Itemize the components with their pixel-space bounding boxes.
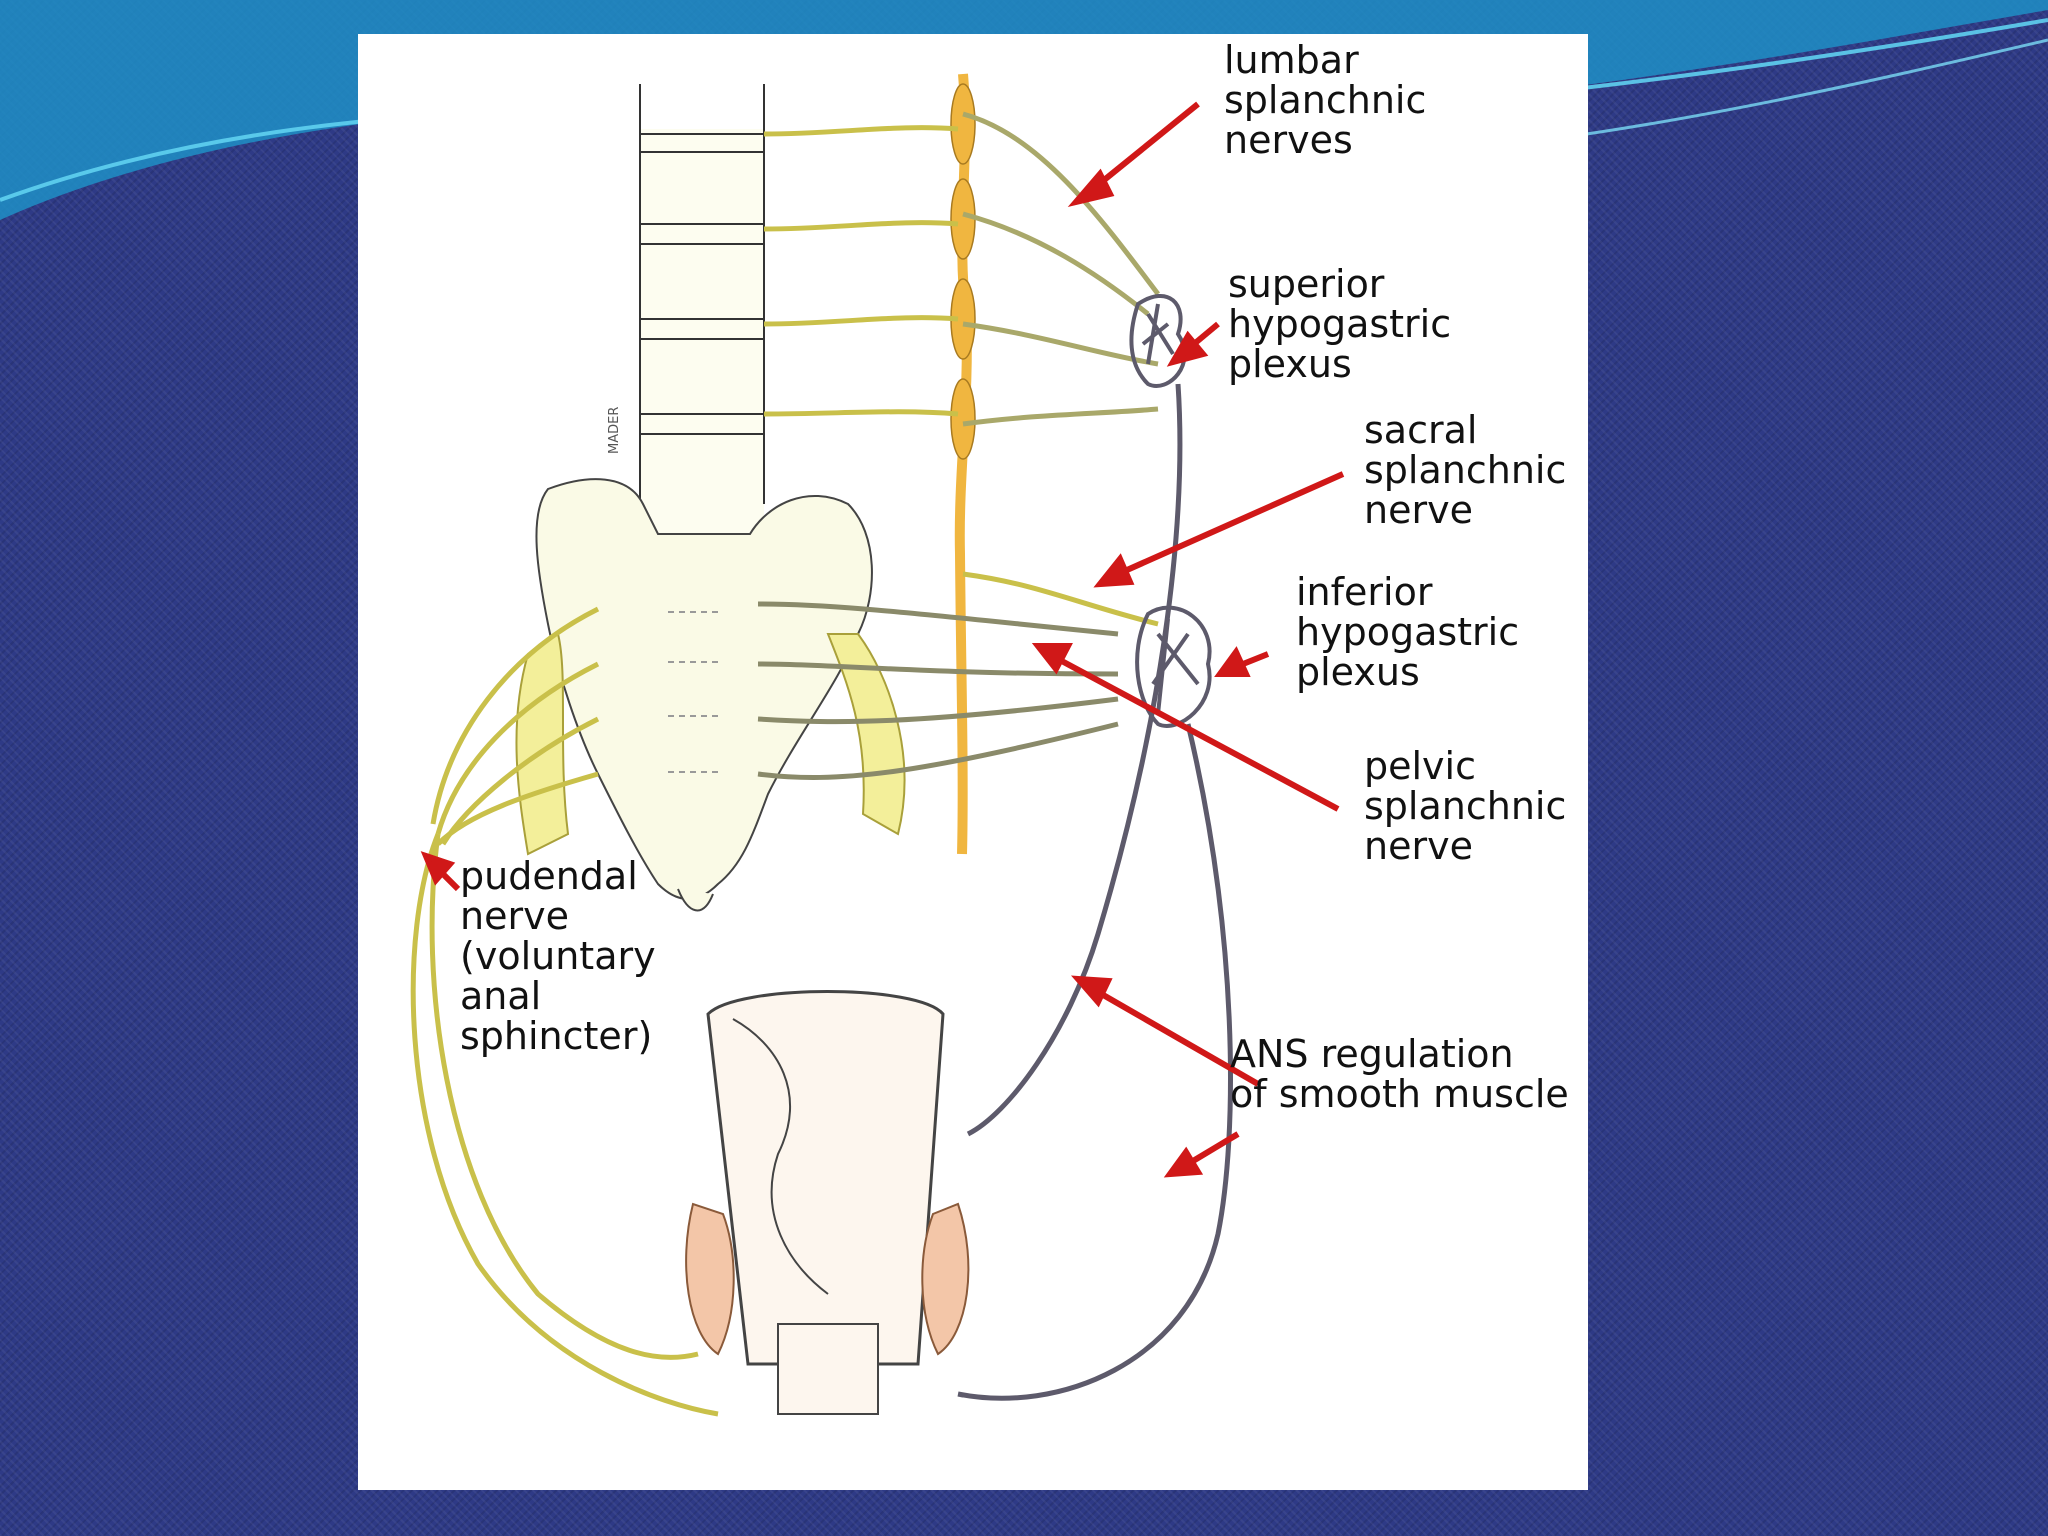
lumbar-rami (763, 125, 959, 417)
sacral-splanchnic-nerve (962, 571, 1159, 627)
sacral-rami (757, 601, 1119, 780)
internal-sphincter-left (685, 1202, 735, 1356)
ans-nerve-right (957, 723, 1233, 1401)
label-pelvic-splanchnic-nerve: pelvic splanchnic nerve (1364, 744, 1567, 868)
coccyx (677, 888, 714, 912)
internal-sphincter-right (921, 1202, 970, 1356)
label-pudendal-nerve: pudendal nerve (voluntary anal sphincter… (460, 854, 656, 1058)
arrow-pelvic-splanchnic (1056, 656, 1340, 812)
header-wave-highlight-2 (1579, 38, 2048, 137)
label-superior-hypogastric-plexus: superior hypogastric plexus (1228, 262, 1452, 386)
sacrum (535, 478, 873, 900)
arrow-lumbar-splanchnic (1091, 101, 1200, 192)
rectum (685, 990, 970, 1415)
nerve-diagram: MADER (410, 73, 1345, 1417)
superior-hypogastric-plexus (1129, 293, 1187, 388)
arrow-sacral-splanchnic (1116, 471, 1345, 577)
lumbar-ganglia (950, 83, 976, 460)
label-ans-regulation: ANS regulation of smooth muscle (1230, 1032, 1569, 1116)
artist-signature: MADER (607, 407, 622, 454)
sacral-foramina (668, 611, 718, 773)
lumbar-splanchnic-nerves (962, 111, 1160, 427)
label-arrows (420, 101, 1345, 1178)
anatomy-figure: MADER lumbar splanchnic nerves superior … (358, 34, 1588, 1490)
label-inferior-hypogastric-plexus: inferior hypogastric plexus (1296, 570, 1520, 694)
label-sacral-splanchnic-nerve: sacral splanchnic nerve (1364, 408, 1567, 532)
ans-nerve-left (966, 383, 1183, 1137)
arrow-ans-lower (1186, 1131, 1240, 1167)
pudendal-nerve (410, 606, 719, 1417)
label-lumbar-splanchnic-nerves: lumbar splanchnic nerves (1224, 38, 1427, 162)
arrow-ans-upper (1096, 989, 1260, 1087)
lumbar-spine (639, 84, 765, 544)
